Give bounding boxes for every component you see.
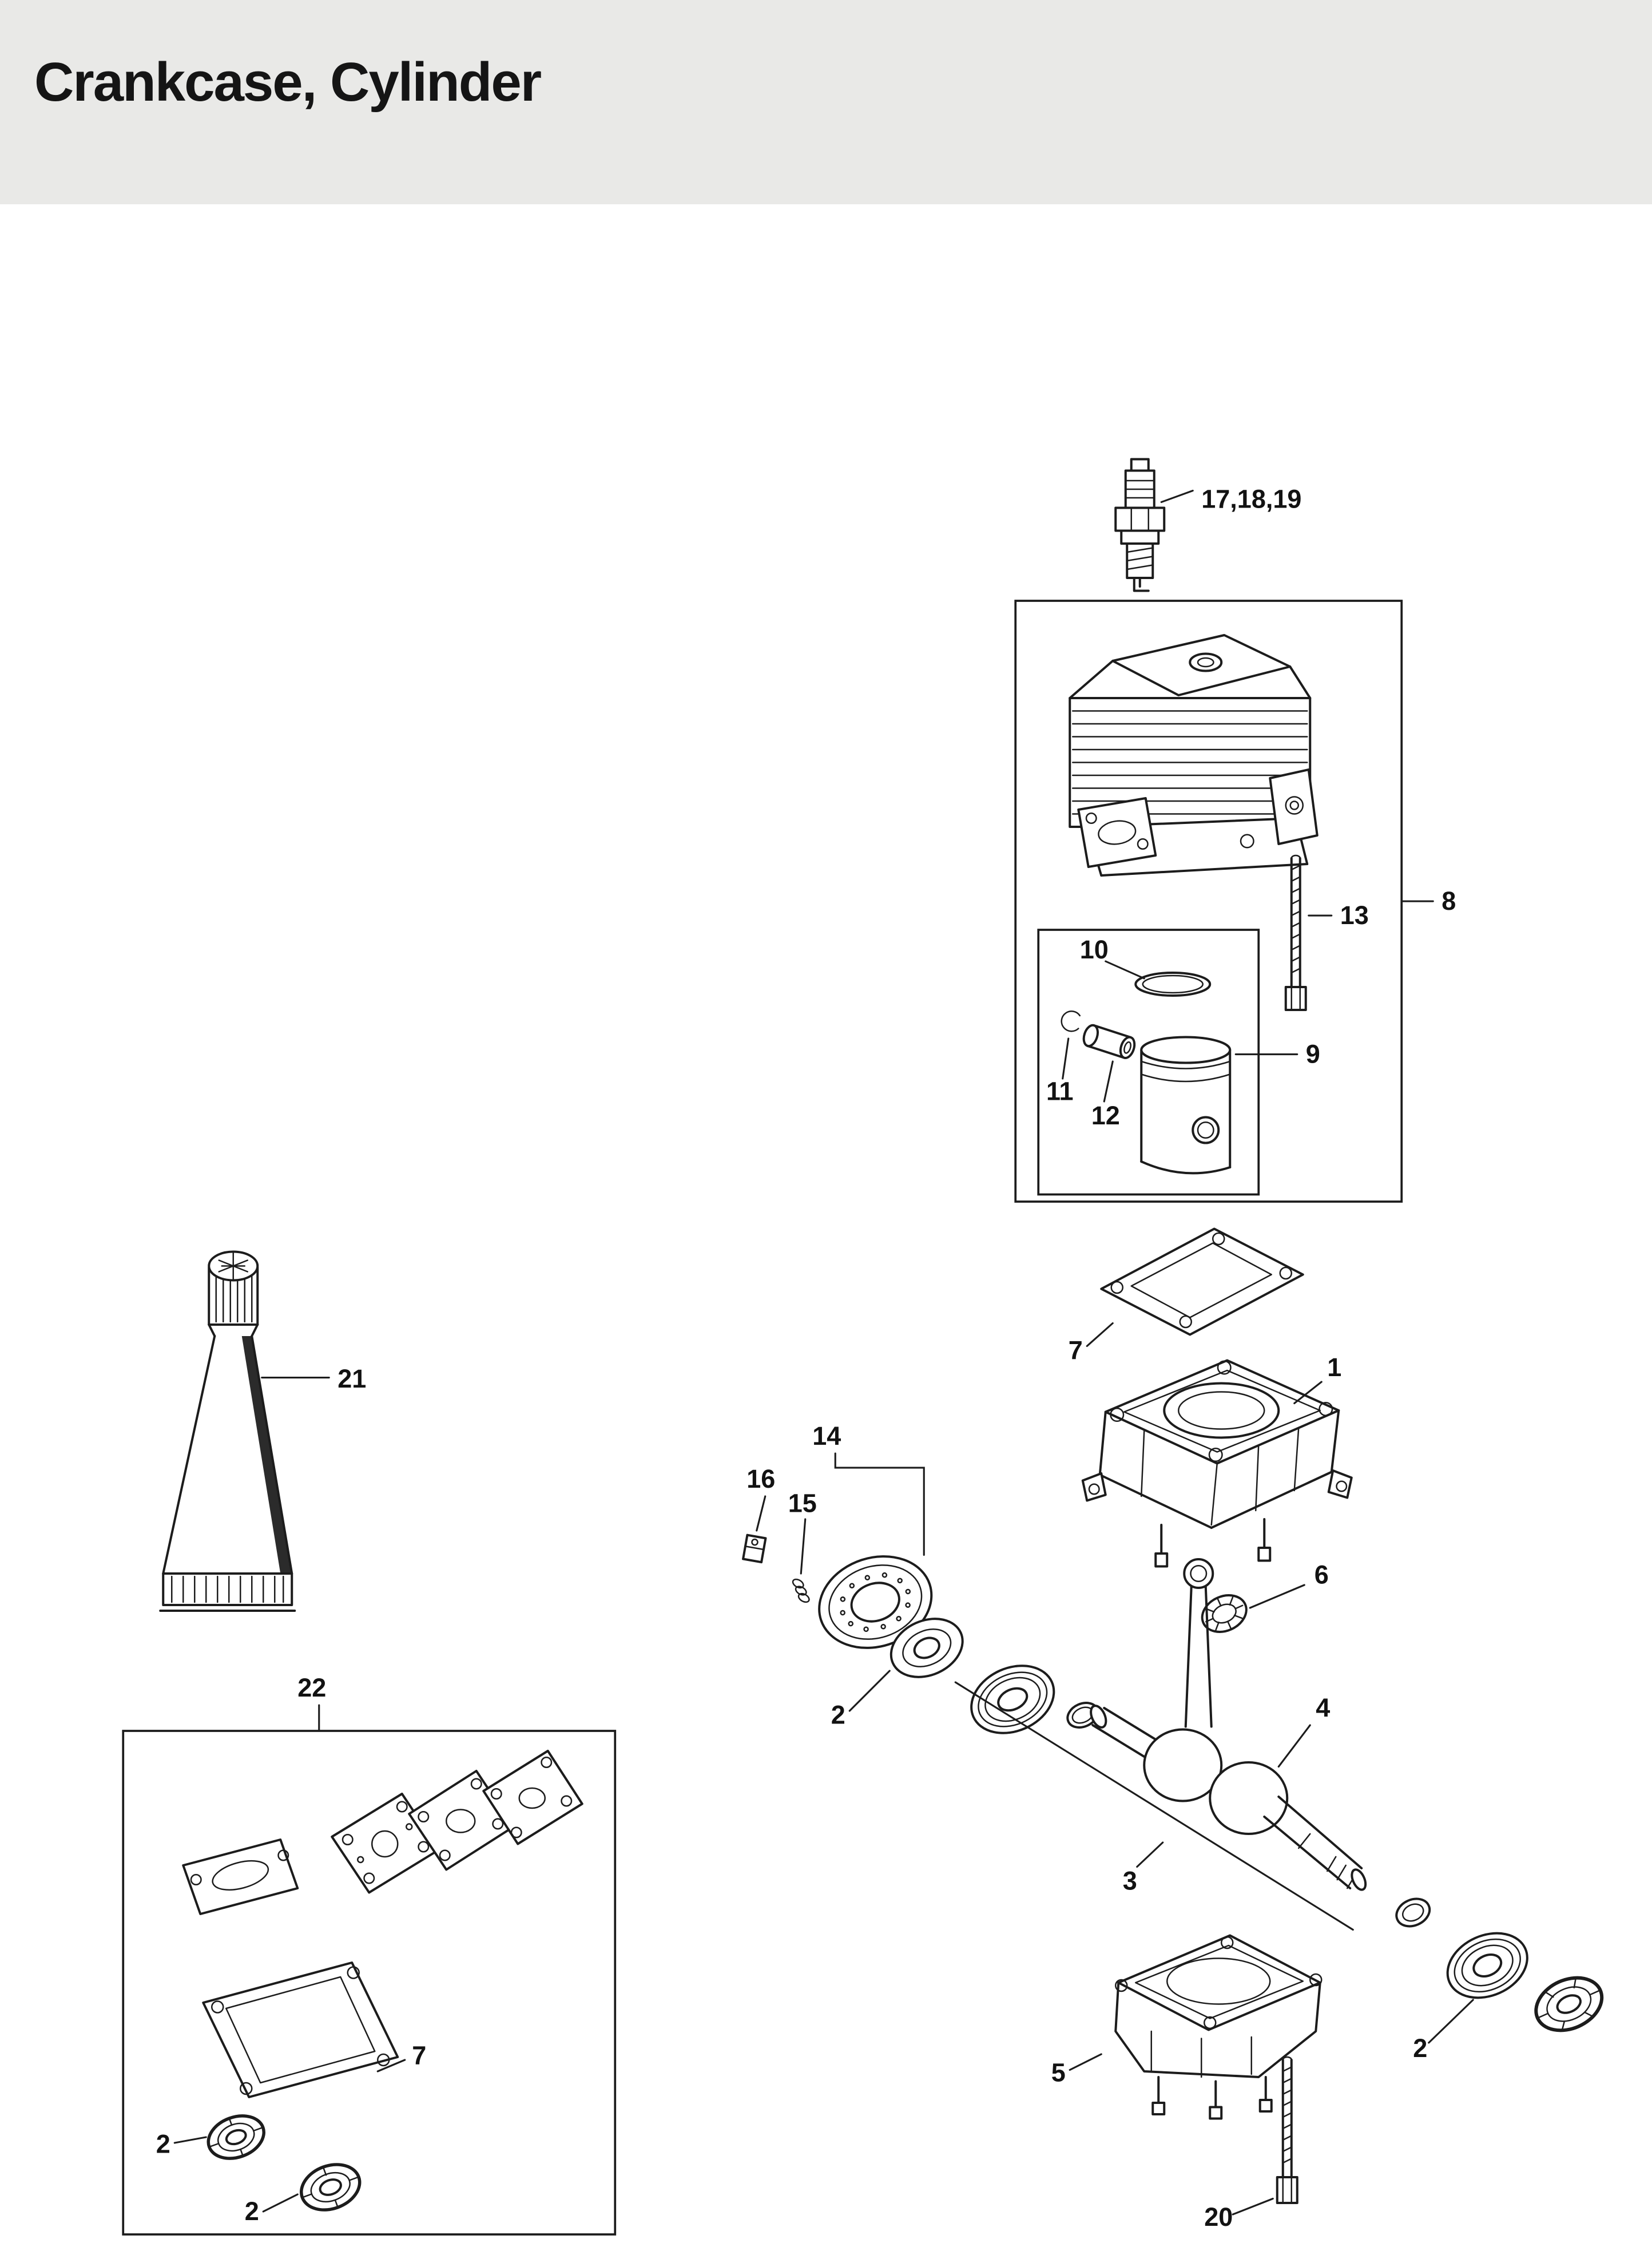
callout-5: 5 [1051,2058,1066,2087]
page-title: Crankcase, Cylinder [34,51,542,113]
piston-ring-illustration [1134,972,1212,997]
spark-plug-illustration [1114,458,1166,592]
callout-10: 10 [1080,935,1109,964]
callout-labels: 17,18,19 8 13 10 9 11 12 7 1 14 16 15 6 … [156,485,1456,2232]
crankcase-upper-illustration [1081,1359,1353,1568]
leader-20 [1232,2197,1274,2216]
cylinder-bolt-illustration [1284,854,1307,1011]
leader-16 [756,1495,767,1532]
leader-2-kit-a [173,2136,207,2144]
leader-11 [1062,1037,1070,1080]
leader-3-long [954,1681,1354,1931]
seal-right-illustration [1534,1976,1604,2032]
callout-21: 21 [337,1364,366,1393]
bearing-left-a-illustration [889,1618,964,1678]
leader-3 [1136,1841,1164,1868]
gasket-set-box [122,1730,617,2236]
leader-10 [1105,960,1145,980]
leader-2-kit-b [262,2193,299,2213]
circlip-illustration [1061,1010,1081,1032]
leader-7-top [1086,1322,1114,1348]
piston-assembly-box [1037,929,1260,1196]
leader-2-left [848,1670,891,1712]
cylinder-illustration [1069,634,1319,877]
kit-seal-b-illustration [300,2163,362,2212]
callout-6: 6 [1315,1560,1329,1590]
callout-2-left: 2 [831,1701,845,1730]
bearing-right-illustration [1446,1932,1528,1999]
callout-16: 16 [746,1464,775,1493]
carb-gasket-c-illustration [482,1750,583,1845]
sealant-tube-illustration [159,1250,296,1612]
washer-right-illustration [1395,1897,1431,1928]
callout-9: 9 [1306,1040,1320,1069]
callout-22: 22 [297,1673,326,1702]
callout-8: 8 [1441,886,1456,916]
part15-illustration [792,1578,810,1603]
piston-illustration [1140,1036,1232,1175]
wrist-pin-illustration [1082,1024,1136,1059]
leader-14 [834,1452,925,1556]
callout-4: 4 [1316,1693,1330,1722]
leader-5 [1069,2053,1102,2071]
callout-7-top: 7 [1069,1336,1083,1365]
callout-20: 20 [1204,2202,1233,2232]
callout-11: 11 [1046,1077,1074,1106]
muffler-gasket-illustration [182,1838,299,1915]
leader-1 [1293,1381,1323,1405]
callout-1: 1 [1327,1353,1341,1382]
leader-15 [800,1518,807,1575]
callout-14: 14 [812,1421,841,1451]
callout-2-right: 2 [1413,2034,1427,2063]
page-header: Crankcase, Cylinder [0,0,1652,204]
cylinder-gasket-illustration [1100,1227,1304,1336]
callout-7-kit: 7 [412,2041,426,2070]
kit-seal-a-illustration [206,2114,265,2160]
needle-bearing-illustration [1201,1594,1248,1633]
leader-2-right [1428,1999,1474,2044]
callout-2-kit-a: 2 [156,2130,170,2159]
leader-7-kit [376,2059,406,2072]
callout-2-kit-b: 2 [245,2197,259,2226]
part16-illustration [742,1533,767,1564]
callout-12: 12 [1091,1101,1120,1130]
leader-6 [1249,1584,1305,1609]
crankcase-lower-illustration [1114,1934,1323,2120]
crankcase-bolt-illustration [1276,2056,1298,2204]
leader-spark-plug [1160,489,1194,504]
bearing-left-b-illustration [970,1665,1055,1734]
leader-lines [173,489,1474,2216]
kit-cylinder-gasket-illustration [202,1961,399,2098]
callout-15: 15 [788,1489,817,1518]
callout-13: 13 [1340,901,1369,930]
leader-12 [1103,1060,1114,1103]
rotor-illustration [818,1555,933,1649]
callout-3: 3 [1123,1866,1137,1896]
crankshaft-illustration [1090,1558,1367,1891]
callout-17-18-19: 17,18,19 [1201,485,1301,514]
leader-4 [1277,1724,1311,1768]
